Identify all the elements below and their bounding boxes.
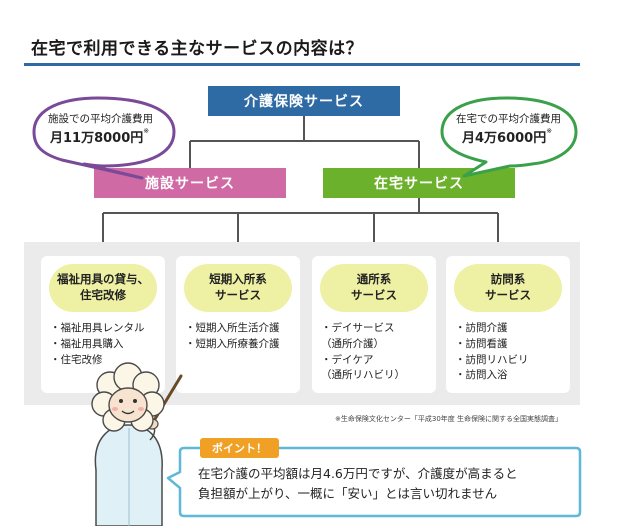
home-cost-label: 在宅での平均介護費用 [456, 113, 561, 125]
home-cost-amount: 月4万6000円※ [462, 127, 553, 146]
point-text-line2: 負担額が上がり、一概に「安い」とは言い切れません [198, 486, 498, 501]
list-item: ・訪問看護 [455, 337, 508, 350]
card-title-line: 福祉用具の貸与、 [57, 272, 149, 287]
facility-cost-label: 施設での平均介護費用 [48, 113, 153, 125]
card-title: 福祉用具の貸与、 住宅改修 [49, 264, 157, 312]
list-item: ・デイサービス [321, 322, 395, 334]
shisetsu-service-box: 施設サービス [94, 168, 286, 198]
card-title: 通所系 サービス [320, 264, 428, 312]
list-item: ・福祉用具レンタル [50, 322, 145, 334]
card-title: 訪問系 サービス [454, 264, 562, 312]
list-item: ・短期入所療養介護 [185, 337, 280, 350]
card-title: 短期入所系 サービス [184, 264, 292, 312]
card-title-line: 短期入所系 [209, 272, 267, 287]
card-title-line: サービス [351, 288, 397, 302]
bubble-shape-left [32, 96, 176, 180]
list-item: ・住宅改修 [50, 353, 103, 366]
card-item-list: ・デイサービス （通所介護） ・デイケア （通所リハビリ） [321, 321, 436, 384]
list-item: ・デイケア [321, 353, 374, 366]
kaigo-hoken-box: 介護保険サービス [208, 86, 400, 116]
facility-cost-amount: 月11万8000円※ [50, 127, 150, 146]
source-note: ※生命保険文化センター「平成30年度 生命保険に関する全国実態調査」 [335, 415, 562, 423]
point-badge: ポイント！ [200, 438, 279, 458]
card-home-visit: 訪問系 サービス ・訪問介護 ・訪問看護 ・訪問リハビリ ・訪問入浴 [446, 256, 570, 393]
page-title: 在宅で利用できる主なサービスの内容は？ [31, 39, 364, 59]
facility-cost-bubble: 施設での平均介護費用 月11万8000円※ [24, 94, 184, 184]
list-item: ・訪問介護 [455, 322, 508, 334]
list-item: （通所介護） [321, 337, 384, 350]
card-welfare-equipment: 福祉用具の貸与、 住宅改修 ・福祉用具レンタル ・福祉用具購入 ・住宅改修 [41, 256, 165, 393]
card-day-service: 通所系 サービス ・デイサービス （通所介護） ・デイケア （通所リハビリ） [312, 256, 436, 393]
point-text-line1: 在宅介護の平均額は月4.6万円ですが、介護度が高まると [198, 466, 518, 481]
card-title-line: サービス [215, 288, 261, 302]
card-title-line: 住宅改修 [80, 288, 126, 302]
bubble-shape-right [440, 96, 578, 178]
title-underline [24, 63, 580, 66]
card-item-list: ・短期入所生活介護 ・短期入所療養介護 [185, 321, 300, 353]
list-item: ・訪問リハビリ [455, 353, 529, 366]
card-item-list: ・福祉用具レンタル ・福祉用具購入 ・住宅改修 [50, 321, 165, 368]
card-item-list: ・訪問介護 ・訪問看護 ・訪問リハビリ ・訪問入浴 [455, 321, 570, 384]
card-title-line: 訪問系 [490, 272, 526, 287]
card-title-line: サービス [485, 288, 531, 302]
list-item: ・訪問入浴 [455, 369, 508, 382]
card-short-stay: 短期入所系 サービス ・短期入所生活介護 ・短期入所療養介護 [176, 256, 300, 393]
list-item: （通所リハビリ） [321, 369, 405, 382]
home-cost-bubble: 在宅での平均介護費用 月4万6000円※ [436, 94, 586, 184]
list-item: ・福祉用具購入 [50, 337, 124, 350]
list-item: ・短期入所生活介護 [185, 322, 280, 334]
card-title-line: 通所系 [356, 272, 392, 287]
